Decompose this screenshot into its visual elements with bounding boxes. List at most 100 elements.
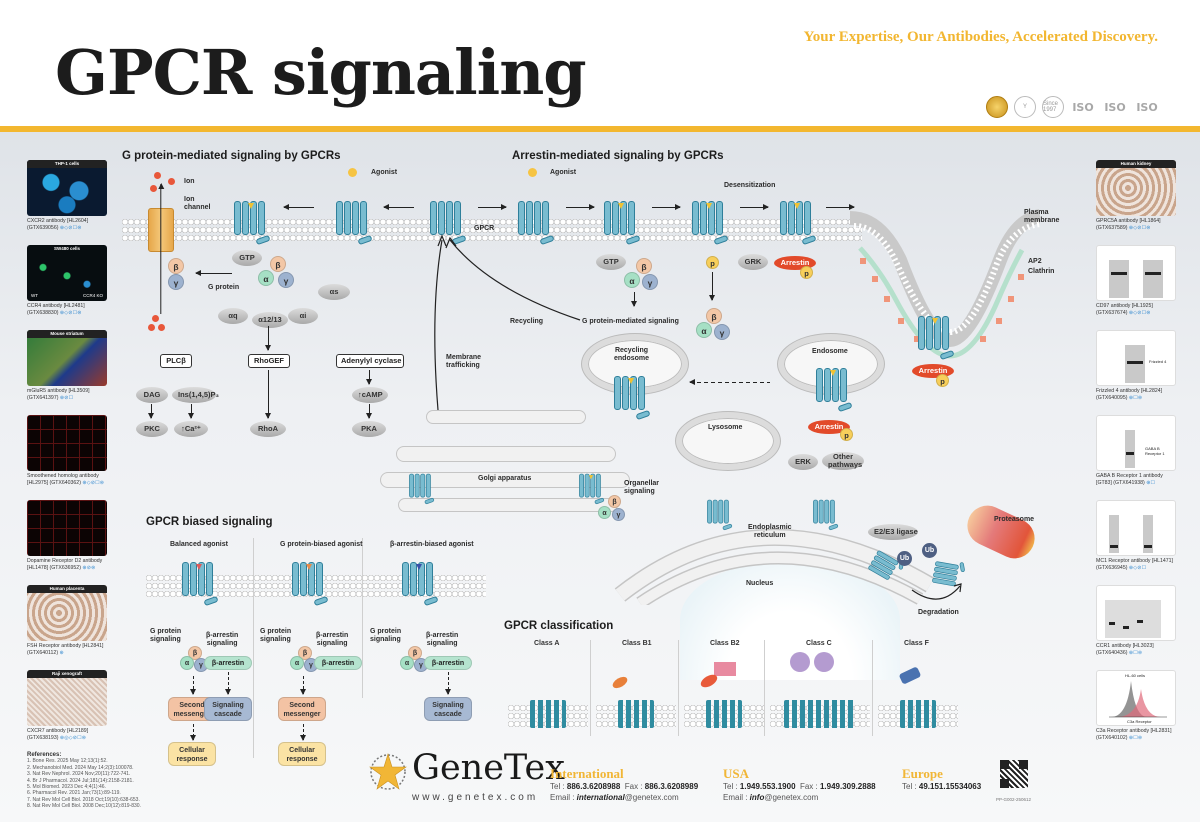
arrow-icon xyxy=(478,203,507,211)
transmembrane-helices xyxy=(530,700,566,728)
application-icons: ⊕☐ xyxy=(1146,480,1156,486)
product-card[interactable]: GABA B Receptor 1 GABA B Receptor 1 anti… xyxy=(1096,415,1180,487)
arrow-icon xyxy=(147,404,155,419)
product-caption: Dopamine Receptor D2 antibody [HL1478] (… xyxy=(27,558,111,572)
dashed-arrow-icon xyxy=(689,378,770,386)
lysosome xyxy=(676,412,780,470)
application-icons: ⊕ xyxy=(59,650,64,656)
office-international: International Tel : 886.3.6208988 Fax : … xyxy=(550,766,699,803)
product-caption: Frizzled 4 antibody [HL2824] (GTX640095)… xyxy=(1096,388,1180,402)
arrow-icon xyxy=(283,203,314,211)
product-card[interactable]: Mouse striatum mGluR5 antibody [HL3509] … xyxy=(27,330,111,402)
product-card[interactable]: CD97 antibody [HL1925] (GTX637674) ⊕◇⊘☐⊜ xyxy=(1096,245,1180,317)
page-title: GPCR signaling xyxy=(55,36,587,109)
beta-subunit: β xyxy=(608,495,621,508)
alpha-subunit: α xyxy=(290,656,304,670)
axis-label: C3a Receptor xyxy=(1127,719,1152,724)
gpcr-receptor-icon xyxy=(578,470,605,505)
dashed-arrow-icon xyxy=(224,672,232,695)
caption-text: Smoothened homolog antibody [HL2975] (GT… xyxy=(27,473,99,486)
transmembrane-helices xyxy=(706,700,742,728)
gpcr-receptor-icon xyxy=(690,195,729,246)
application-icons: ⊕☐⊜ xyxy=(1128,735,1143,741)
image-label: THP-1 cells xyxy=(27,160,107,168)
product-card[interactable]: THP-1 cells CXCR2 antibody [HL2604] (GTX… xyxy=(27,160,111,232)
western-blot-image: GABA B Receptor 1 xyxy=(1096,415,1176,471)
arrow-icon xyxy=(187,404,195,419)
phosphate-icon: p xyxy=(936,374,949,387)
office-email-user[interactable]: info xyxy=(749,793,765,802)
ligand-icon xyxy=(306,564,312,570)
tagline: Your Expertise, Our Antibodies, Accelera… xyxy=(803,29,1158,45)
ap2-label: AP2 xyxy=(1028,258,1042,265)
product-card[interactable]: SW480 cells WT CCR4 KO CCR4 antibody [HL… xyxy=(27,245,111,317)
office-fax: 886.3.6208989 xyxy=(644,782,699,791)
arrow-icon xyxy=(264,326,272,351)
product-card[interactable]: Smoothened homolog antibody [HL2975] (GT… xyxy=(27,415,111,487)
e2-e3-ligase-pill: E2/E3 ligase xyxy=(868,524,918,540)
gpcr-receptor-icon xyxy=(232,195,271,246)
proteasome-label: Proteasome xyxy=(994,516,1035,523)
alpha-subunit: α xyxy=(180,656,194,670)
product-card[interactable]: CCR1 antibody [HL3023] (GTX640436) ⊕☐⊜ xyxy=(1096,585,1180,657)
caption-text: CD97 antibody [HL1925] (GTX637674) xyxy=(1096,303,1153,316)
references: References: 1. Bone Res. 2025 May 12;13(… xyxy=(27,752,141,810)
classification-title: GPCR classification xyxy=(504,620,614,632)
biased-section-title: GPCR biased signaling xyxy=(146,516,273,528)
endoplasmic-reticulum xyxy=(614,528,935,605)
product-card[interactable]: Human kidney GPRC5A antibody [HL1864] (G… xyxy=(1096,160,1180,232)
office-region: USA xyxy=(723,766,750,781)
other-pathways-pill: Other pathways xyxy=(822,452,864,470)
arrestin-icon: Arrestin xyxy=(808,420,850,434)
erk-pill: ERK xyxy=(788,454,818,470)
product-caption: CCR1 antibody [HL3023] (GTX640436) ⊕☐⊜ xyxy=(1096,643,1180,657)
ubiquitin-icon: Ub xyxy=(897,551,912,566)
panel-divider xyxy=(872,640,873,736)
class-label: Class B1 xyxy=(622,640,652,647)
product-card[interactable]: HL-60 cells C3a Receptor C3a Receptor an… xyxy=(1096,670,1180,742)
product-card[interactable]: MC1 Receptor antibody [HL1471] (GTX63694… xyxy=(1096,500,1180,572)
application-icons: ⊕◇⊘☐⊜ xyxy=(1128,225,1151,231)
product-card[interactable]: Frizzled 4 Frizzled 4 antibody [HL2824] … xyxy=(1096,330,1180,402)
gpcr-receptor-icon xyxy=(180,556,219,607)
qr-code-icon[interactable] xyxy=(1000,760,1028,788)
ion-icon xyxy=(158,324,165,331)
product-card[interactable]: Human placenta FSH Receptor antibody [HL… xyxy=(27,585,111,657)
arrow-icon xyxy=(160,184,162,314)
gpcr-receptor-icon xyxy=(400,556,439,607)
product-card[interactable]: Dopamine Receptor D2 antibody [HL1478] (… xyxy=(27,500,111,572)
product-caption: Smoothened homolog antibody [HL2975] (GT… xyxy=(27,473,111,487)
office-tel: 49.151.15534063 xyxy=(918,782,982,791)
header-divider xyxy=(0,126,1200,132)
desensitization-label: Desensitization xyxy=(724,182,776,189)
quality-seal-icon xyxy=(986,96,1008,118)
panel-divider xyxy=(362,538,363,698)
product-caption: GPRC5A antibody [HL1864] (GTX637589) ⊕◇⊘… xyxy=(1096,218,1180,232)
band-label: GABA B Receptor 1 xyxy=(1145,446,1165,456)
plasma-membrane xyxy=(122,226,862,242)
caption-text: CCR4 antibody [HL2481] (GTX638830) xyxy=(27,303,85,316)
caption-text: C3a Receptor antibody [HL2831] (GTX64010… xyxy=(1096,728,1172,741)
arrow-icon xyxy=(630,292,638,307)
pkc-pill: PKC xyxy=(136,421,168,437)
caption-text: GPRC5A antibody [HL1864] (GTX637589) xyxy=(1096,218,1161,231)
product-image: THP-1 cells xyxy=(27,160,107,216)
class-label: Class A xyxy=(534,640,560,647)
arrow-icon xyxy=(740,203,769,211)
g-protein-signaling-label: G protein-mediated signaling xyxy=(582,318,679,325)
product-caption: CD97 antibody [HL1925] (GTX637674) ⊕◇⊘☐⊜ xyxy=(1096,303,1180,317)
product-caption: mGluR5 antibody [HL3509] (GTX641397) ⊕⊘☐ xyxy=(27,388,111,402)
arrow-icon xyxy=(195,269,232,277)
office-email-user[interactable]: international xyxy=(576,793,625,802)
genetex-url[interactable]: www.genetex.com xyxy=(412,792,539,803)
adenylyl-cyclase-box: Adenylyl cyclase xyxy=(336,354,404,368)
alpha-subunit: α xyxy=(696,322,712,338)
application-icons: ⊕⊘⊜ xyxy=(82,565,96,571)
western-blot-image xyxy=(1096,245,1176,301)
product-card[interactable]: Raji xenograft CXCR7 antibody [HL2189] (… xyxy=(27,670,111,742)
beta-subunit: β xyxy=(636,258,652,274)
golgi-cisterna xyxy=(426,410,586,424)
recycling-endosome-label: Recycling endosome xyxy=(614,347,650,362)
alpha-i-pill: αi xyxy=(288,308,318,324)
beta-subunit: β xyxy=(706,308,722,324)
